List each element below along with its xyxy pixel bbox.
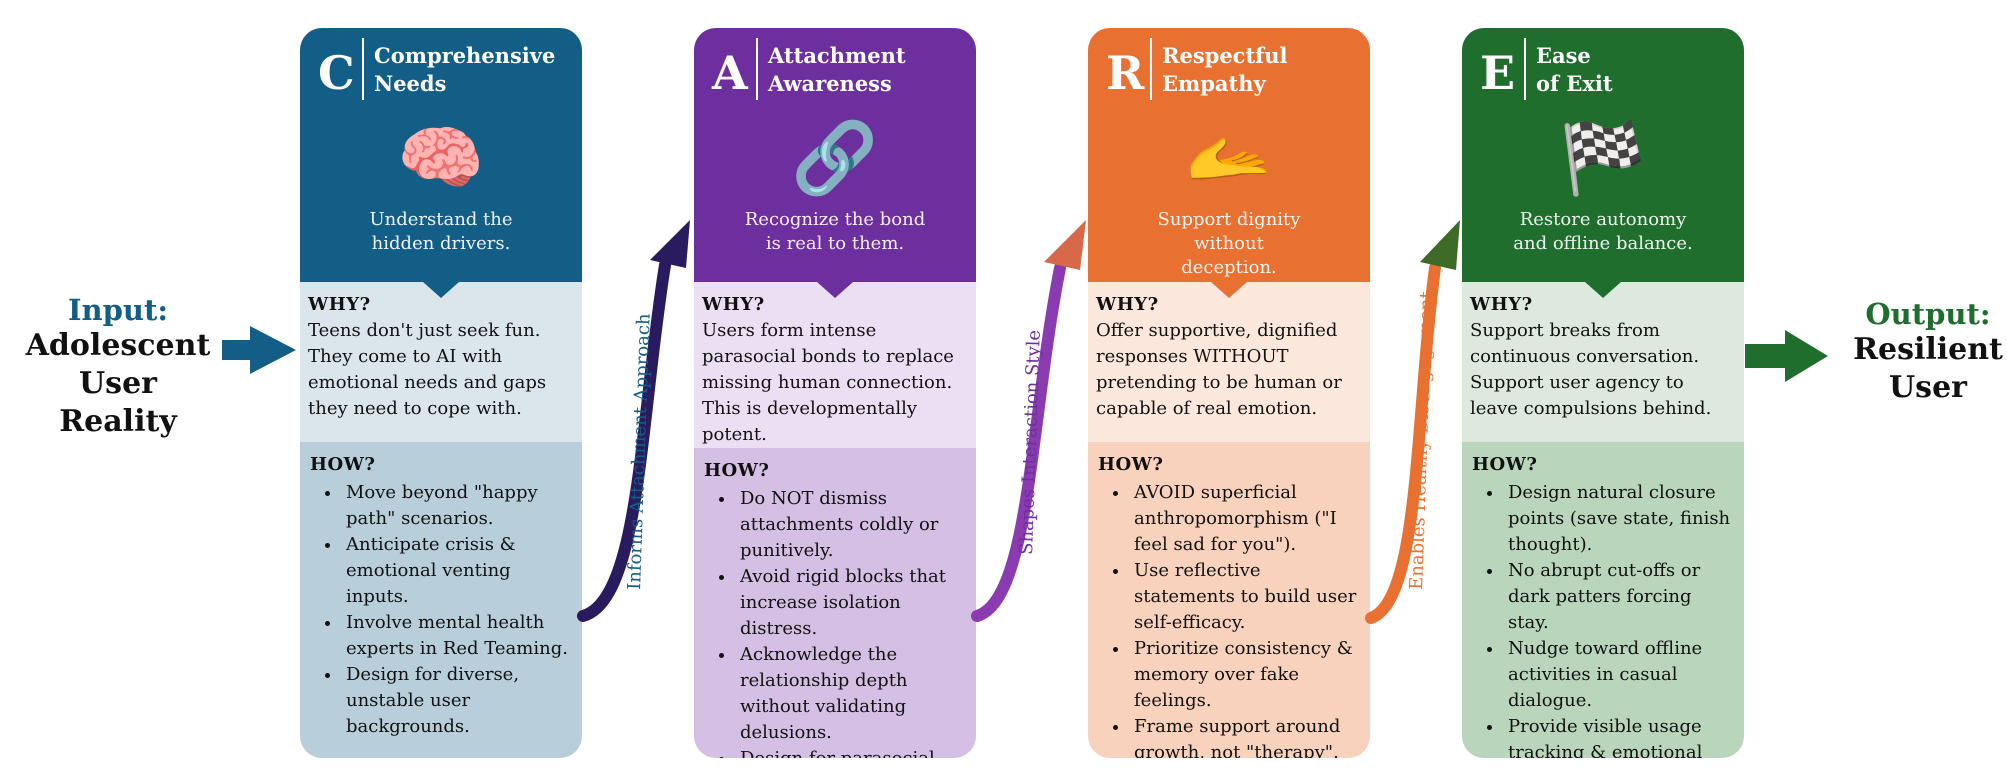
input-label: Input: (67, 293, 169, 327)
why-text: Users form intense parasocial bonds to r… (702, 320, 954, 445)
how-item: No abrupt cut-offs or dark patters forci… (1504, 558, 1734, 636)
how-item: Anticipate crisis & emotional venting in… (342, 532, 572, 610)
card-letter: R (1106, 46, 1145, 100)
input-value: Adolescent User Reality (25, 328, 211, 439)
connector-label: Shapes Interaction Style (1016, 329, 1045, 555)
why-section: WHY? Teens don't just seek fun. They com… (300, 282, 582, 442)
connector-label: Enables Healthy Disengagement (1406, 290, 1437, 590)
how-item: Involve mental health experts in Red Tea… (342, 610, 572, 662)
open-hands-icon: 🫴 (1185, 117, 1273, 199)
why-heading: WHY? (702, 294, 765, 315)
why-text: Offer supportive, dignified responses WI… (1096, 320, 1342, 419)
card-letter: A (712, 46, 748, 100)
card-respectful-empathy: R Respectful Empathy 🫴 Support dignity w… (1088, 28, 1370, 758)
connector-arrowhead (1420, 220, 1460, 270)
card-tagline: Recognize the bond is real to them. (744, 209, 926, 254)
card-tagline: Understand the hidden drivers. (369, 209, 513, 254)
how-item: Prioritize consistency & memory over fak… (1130, 636, 1360, 714)
how-item: Do NOT dismiss attachments coldly or pun… (736, 486, 966, 564)
card-title: Respectful Empathy (1162, 43, 1288, 96)
card-title: Attachment Awareness (768, 43, 906, 96)
output-value: Resilient User (1853, 332, 2003, 405)
why-heading: WHY? (308, 294, 371, 315)
card-ease-of-exit: E Ease of Exit 🏁 Restore autonomy and of… (1462, 28, 1744, 758)
how-item: Provide visible usage tracking & emotion… (1504, 714, 1734, 758)
brain-heart-magnifier-icon: 🧠 (397, 117, 485, 199)
divider (1150, 38, 1152, 100)
how-item: Design for parasocial sensitivity. (736, 746, 966, 758)
how-item: Design natural closure points (save stat… (1504, 480, 1734, 558)
how-item: Design for diverse, unstable user backgr… (342, 662, 572, 740)
why-section: WHY? Users form intense parasocial bonds… (694, 282, 976, 448)
card-header: C Comprehensive Needs 🧠 Understand the h… (300, 28, 582, 298)
connector-arrow (971, 262, 1066, 622)
card-header: R Respectful Empathy 🫴 Support dignity w… (1088, 28, 1370, 298)
why-text: Support breaks from continuous conversat… (1470, 320, 1712, 419)
output-label: Output: (1865, 297, 1991, 331)
why-heading: WHY? (1096, 294, 1159, 315)
output-block: Output: Resilient User (1848, 297, 2007, 407)
connector-arrowhead (650, 220, 690, 268)
card-attachment-awareness: A Attachment Awareness 🔗 Recognize the b… (694, 28, 976, 758)
card-tagline: Support dignity without deception. (1157, 209, 1301, 278)
card-letter: E (1480, 46, 1516, 100)
how-list: Do NOT dismiss attachments coldly or pun… (704, 486, 966, 758)
how-list: Move beyond "happy path" scenarios. Anti… (310, 480, 572, 740)
how-section: HOW? Move beyond "happy path" scenarios.… (300, 442, 582, 758)
how-heading: HOW? (310, 454, 376, 475)
divider (362, 38, 364, 100)
how-section: HOW? Do NOT dismiss attachments coldly o… (694, 448, 976, 758)
how-heading: HOW? (704, 460, 770, 481)
divider (1524, 38, 1526, 100)
card-header: E Ease of Exit 🏁 Restore autonomy and of… (1462, 28, 1744, 298)
how-item: AVOID superficial anthropomorphism ("I f… (1130, 480, 1360, 558)
checkered-flag-icon: 🏁 (1559, 117, 1647, 199)
how-item: Avoid rigid blocks that increase isolati… (736, 564, 966, 642)
how-section: HOW? AVOID superficial anthropomorphism … (1088, 442, 1370, 758)
connector-arrow (577, 259, 671, 622)
how-item: Nudge toward offline activities in casua… (1504, 636, 1734, 714)
card-title: Comprehensive Needs (374, 43, 556, 96)
divider (756, 38, 758, 100)
chain-link-icon: 🔗 (791, 117, 879, 199)
how-item: Frame support around growth, not "therap… (1130, 714, 1360, 758)
how-item: Acknowledge the relationship depth witho… (736, 642, 966, 746)
how-list: AVOID superficial anthropomorphism ("I f… (1098, 480, 1360, 758)
card-letter: C (318, 46, 355, 100)
input-arrow (222, 326, 296, 374)
connector-arrow (1365, 262, 1441, 624)
how-item: Move beyond "happy path" scenarios. (342, 480, 572, 532)
card-tagline: Restore autonomy and offline balance. (1513, 209, 1693, 254)
card-header: A Attachment Awareness 🔗 Recognize the b… (694, 28, 976, 298)
how-heading: HOW? (1098, 454, 1164, 475)
how-section: HOW? Design natural closure points (save… (1462, 442, 1744, 758)
how-heading: HOW? (1472, 454, 1538, 475)
how-item: Use reflective statements to build user … (1130, 558, 1360, 636)
why-heading: WHY? (1470, 294, 1533, 315)
connector-label: Informs Attachment Approach (624, 313, 655, 591)
card-title: Ease of Exit (1536, 43, 1613, 96)
connector-arrowhead (1044, 220, 1086, 270)
how-list: Design natural closure points (save stat… (1472, 480, 1734, 758)
why-text: Teens don't just seek fun. They come to … (308, 320, 547, 419)
why-section: WHY? Offer supportive, dignified respons… (1088, 282, 1370, 442)
card-comprehensive-needs: C Comprehensive Needs 🧠 Understand the h… (300, 28, 582, 758)
input-block: Input: Adolescent User Reality (18, 293, 218, 441)
why-section: WHY? Support breaks from continuous conv… (1462, 282, 1744, 442)
output-arrow (1745, 330, 1828, 382)
